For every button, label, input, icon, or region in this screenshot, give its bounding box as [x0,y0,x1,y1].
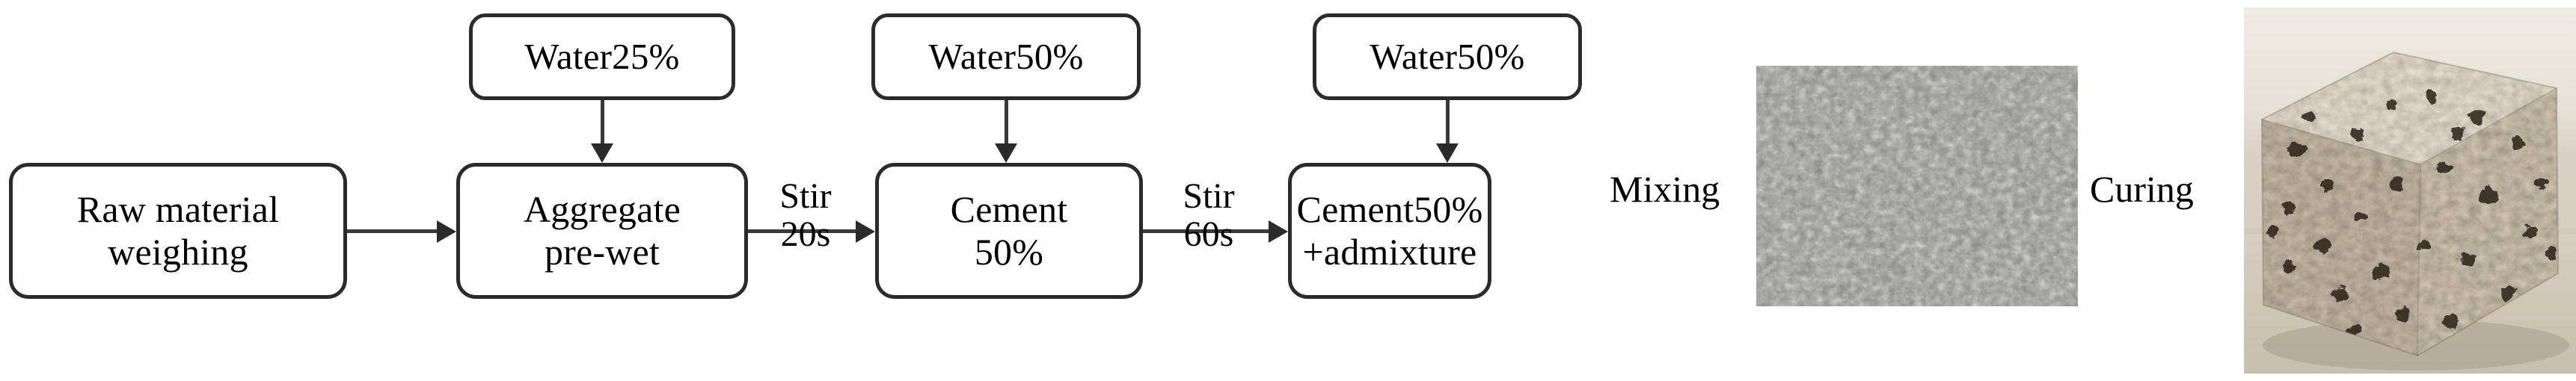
input-box-water-50-a[interactable]: Water50% [871,13,1141,100]
arrowhead-cement-to-admixture [1269,220,1288,243]
cured-specimen-photo [2244,7,2576,374]
arrowhead-water50b-to-admixture [1436,143,1459,163]
arrowhead-water25-to-aggregate [591,143,613,163]
connector-raw-to-aggregate [347,229,438,233]
arrowhead-water50a-to-cement [995,143,1017,163]
process-box-cement-50-admixture[interactable]: Cement50% +admixture [1288,163,1491,299]
process-box-cement-50[interactable]: Cement 50% [875,163,1143,299]
stage-label-curing: Curing [2090,168,2194,210]
input-box-water-25[interactable]: Water25% [469,13,735,100]
arrowhead-aggregate-to-cement [856,220,875,243]
process-box-raw-material-weighing[interactable]: Raw material weighing [9,163,347,299]
process-box-aggregate-pre-wet[interactable]: Aggregate pre-wet [456,163,748,299]
connector-water50a-to-cement [1005,100,1008,148]
mixed-aggregate-photo [1756,66,2078,306]
transition-label-stir-60s: Stir 60s [1183,176,1235,254]
arrowhead-raw-to-aggregate [437,220,456,243]
connector-cement-to-admixture [1143,229,1270,233]
transition-label-stir-20s: Stir 20s [779,176,832,254]
connector-aggregate-to-cement [748,229,857,233]
connector-water25-to-aggregate [601,100,604,148]
input-box-water-50-b[interactable]: Water50% [1313,13,1582,100]
connector-water50b-to-admixture [1446,100,1450,148]
stage-label-mixing: Mixing [1610,168,1720,210]
